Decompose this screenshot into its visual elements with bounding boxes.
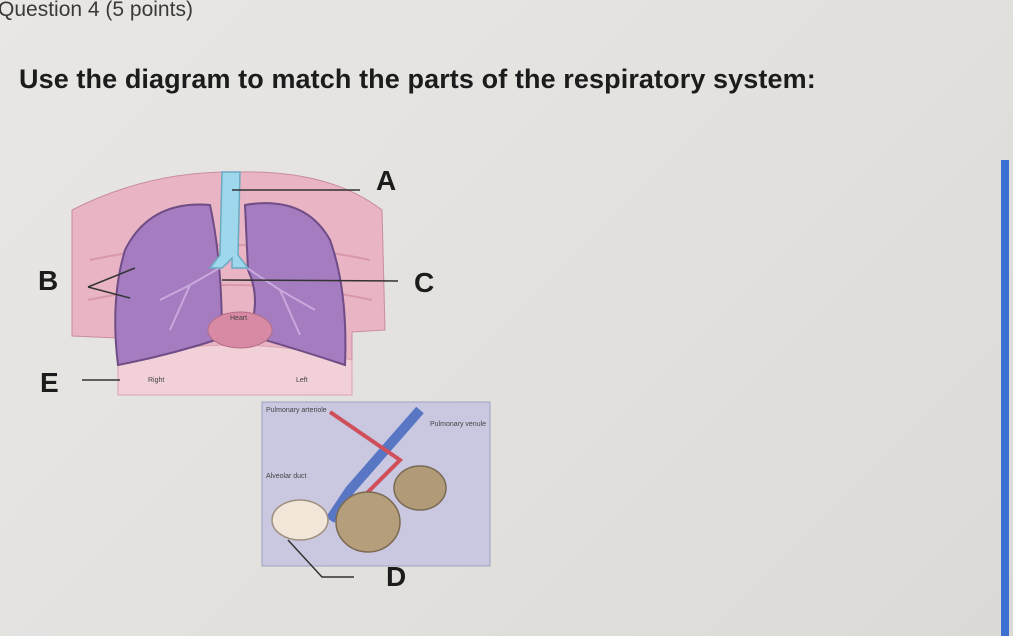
heart — [207, 311, 273, 349]
question-title: Question 4 (5 points) — [0, 0, 193, 21]
pulmonary-arteriole-label: Pulmonary arteriole — [266, 407, 327, 414]
trachea — [208, 171, 250, 269]
window-edge-bar — [1001, 160, 1009, 636]
label-b: B — [38, 265, 58, 296]
bronchiole — [325, 406, 424, 523]
leader-line-d — [287, 539, 354, 578]
leader-line-c — [221, 279, 399, 282]
label-e: E — [40, 367, 59, 398]
label-c: C — [414, 267, 434, 298]
alveolar-sac-2 — [335, 491, 401, 553]
left-side-label: Left — [296, 377, 308, 384]
right-side-label: Right — [148, 377, 164, 384]
alveolar-duct-label: Alveolar duct — [266, 473, 307, 480]
bronchial-branches — [159, 261, 316, 336]
label-a: A — [376, 165, 396, 196]
right-lung — [114, 203, 224, 367]
pulmonary-venule-label: Pulmonary venule — [430, 421, 486, 428]
question-prompt: Use the diagram to match the parts of th… — [19, 64, 816, 94]
arteriole — [328, 410, 404, 502]
leader-line-b — [87, 267, 136, 299]
heart-label: Heart — [230, 315, 247, 322]
alveolar-sac-3 — [393, 465, 447, 511]
alveolar-sac-1 — [271, 499, 329, 541]
label-d: D — [386, 561, 406, 592]
